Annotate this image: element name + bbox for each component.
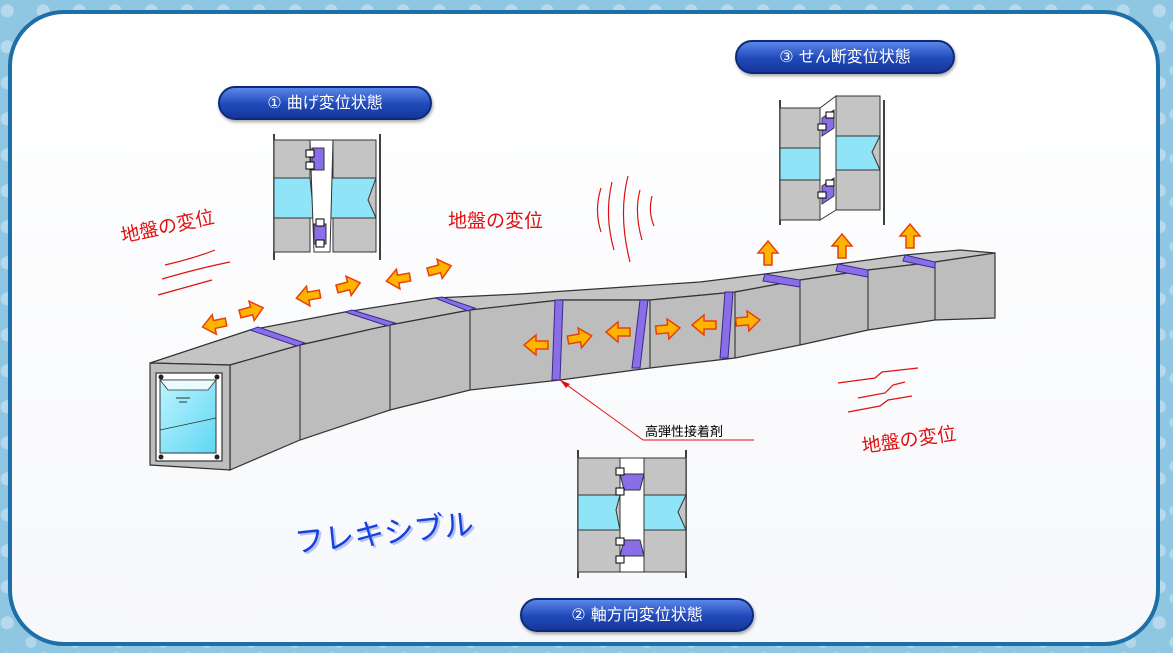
state-shear-badge: ③ せん断変位状態 bbox=[735, 40, 955, 74]
detail-shear bbox=[779, 95, 885, 225]
ground-displacement-label-center: 地盤の変位 bbox=[448, 210, 544, 232]
culvert bbox=[149, 249, 996, 471]
ground-wave-right bbox=[837, 367, 919, 413]
adhesive-label: 高弾性接着剤 bbox=[645, 425, 724, 440]
state-bending-badge: ① 曲げ変位状態 bbox=[218, 86, 432, 120]
detail-axial bbox=[577, 450, 687, 578]
ground-wave-center bbox=[596, 175, 655, 263]
ground-wave-left bbox=[157, 249, 231, 296]
state-axial-badge: ② 軸方向変位状態 bbox=[520, 598, 754, 632]
detail-bending bbox=[273, 134, 381, 260]
adhesive-pointer bbox=[559, 379, 754, 441]
